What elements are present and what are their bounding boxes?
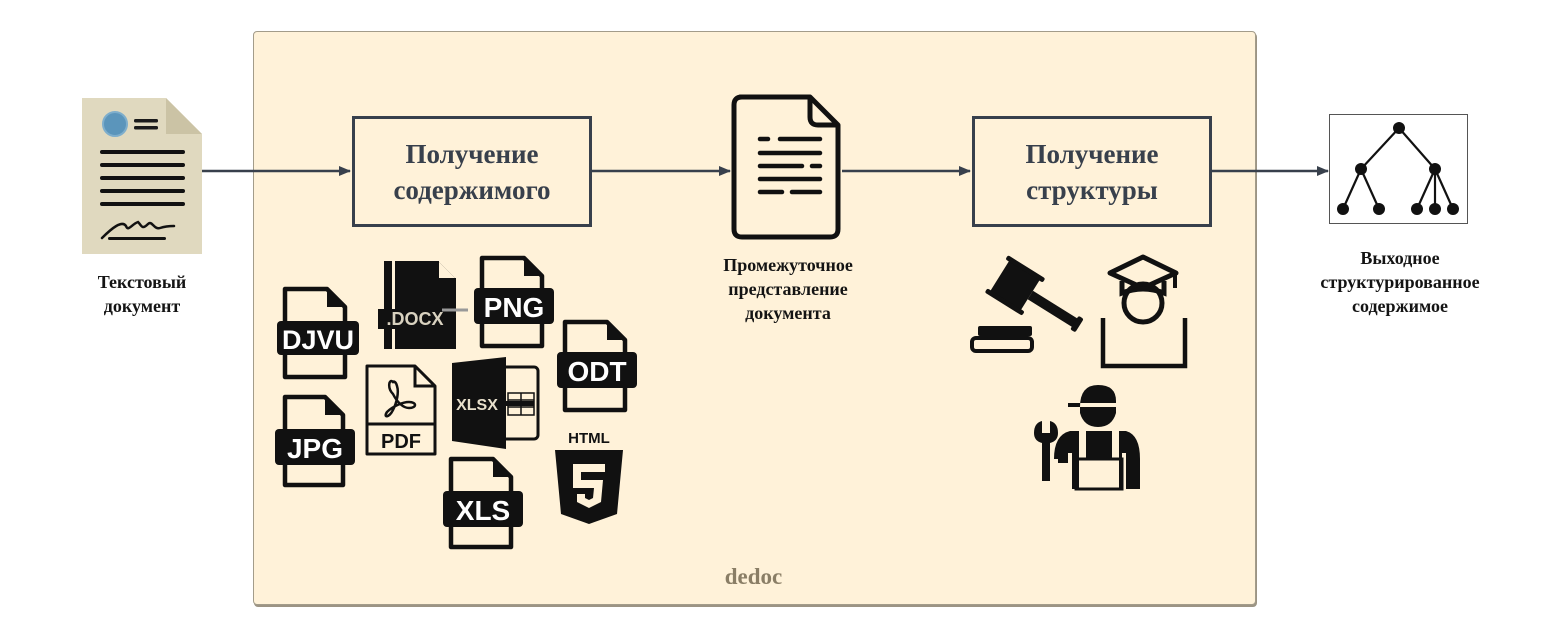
container-label: dedoc	[724, 564, 783, 589]
tree-node	[1411, 203, 1423, 215]
text-document-icon	[82, 98, 202, 254]
tree-node	[1447, 203, 1459, 215]
docx-file-icon: .DOCX	[378, 261, 468, 349]
input-caption: Текстовый документ	[62, 270, 222, 318]
file-format-label: DJVU	[282, 325, 354, 355]
tree-structure-icon	[1329, 114, 1468, 224]
tree-node	[1429, 203, 1441, 215]
file-format-label: PDF	[381, 431, 421, 453]
file-format-label: .DOCX	[386, 309, 443, 329]
acrobat-glyph	[384, 379, 417, 418]
intermediate-caption-line: Промежуточное	[723, 255, 853, 275]
file-format-label: XLS	[456, 495, 510, 526]
intermediate-caption-line: документа	[745, 303, 831, 323]
intermediate-caption: Промежуточное представление документа	[688, 253, 888, 325]
file-format-label: PNG	[484, 292, 545, 323]
box-label-line: структуры	[1026, 174, 1158, 205]
box-label-line: Получение	[1025, 138, 1159, 169]
tree-node	[1337, 203, 1349, 215]
output-caption: Выходное структурированное содержимое	[1290, 246, 1510, 318]
png-file-icon: PNG	[474, 255, 554, 349]
document-icon	[731, 94, 841, 240]
file-format-label: HTML	[568, 430, 610, 447]
xlsx-file-icon: XLSX	[452, 357, 540, 449]
worker-icon	[1034, 385, 1140, 491]
box-label-line: содержимого	[393, 174, 551, 205]
file-format-label: XLSX	[456, 397, 498, 414]
jpg-file-icon: JPG	[275, 394, 355, 488]
intermediate-caption-line: представление	[728, 279, 848, 299]
output-caption-line: содержимое	[1351, 296, 1448, 316]
input-caption-line: документ	[103, 296, 181, 316]
xls-file-icon: XLS	[443, 456, 523, 550]
odt-file-icon: ODT	[557, 319, 637, 413]
file-format-label: ODT	[567, 356, 626, 387]
structure-extraction-box: Получение структуры	[972, 116, 1212, 227]
tree-node	[1373, 203, 1385, 215]
graduate-icon	[1100, 254, 1188, 369]
tree-node	[1393, 122, 1405, 134]
box-label-line: Получение	[405, 138, 539, 169]
tree-node	[1355, 163, 1367, 175]
output-caption-line: структурированное	[1320, 272, 1480, 292]
tree-node	[1429, 163, 1441, 175]
file-format-label: JPG	[287, 433, 343, 464]
input-caption-line: Текстовый	[97, 272, 187, 292]
djvu-file-icon: DJVU	[277, 286, 359, 380]
pdf-file-icon: PDF	[365, 364, 437, 456]
output-caption-line: Выходное	[1360, 248, 1440, 268]
gavel-icon	[970, 255, 1083, 353]
html5-icon: HTML	[555, 430, 623, 524]
content-extraction-box: Получение содержимого	[352, 116, 592, 227]
